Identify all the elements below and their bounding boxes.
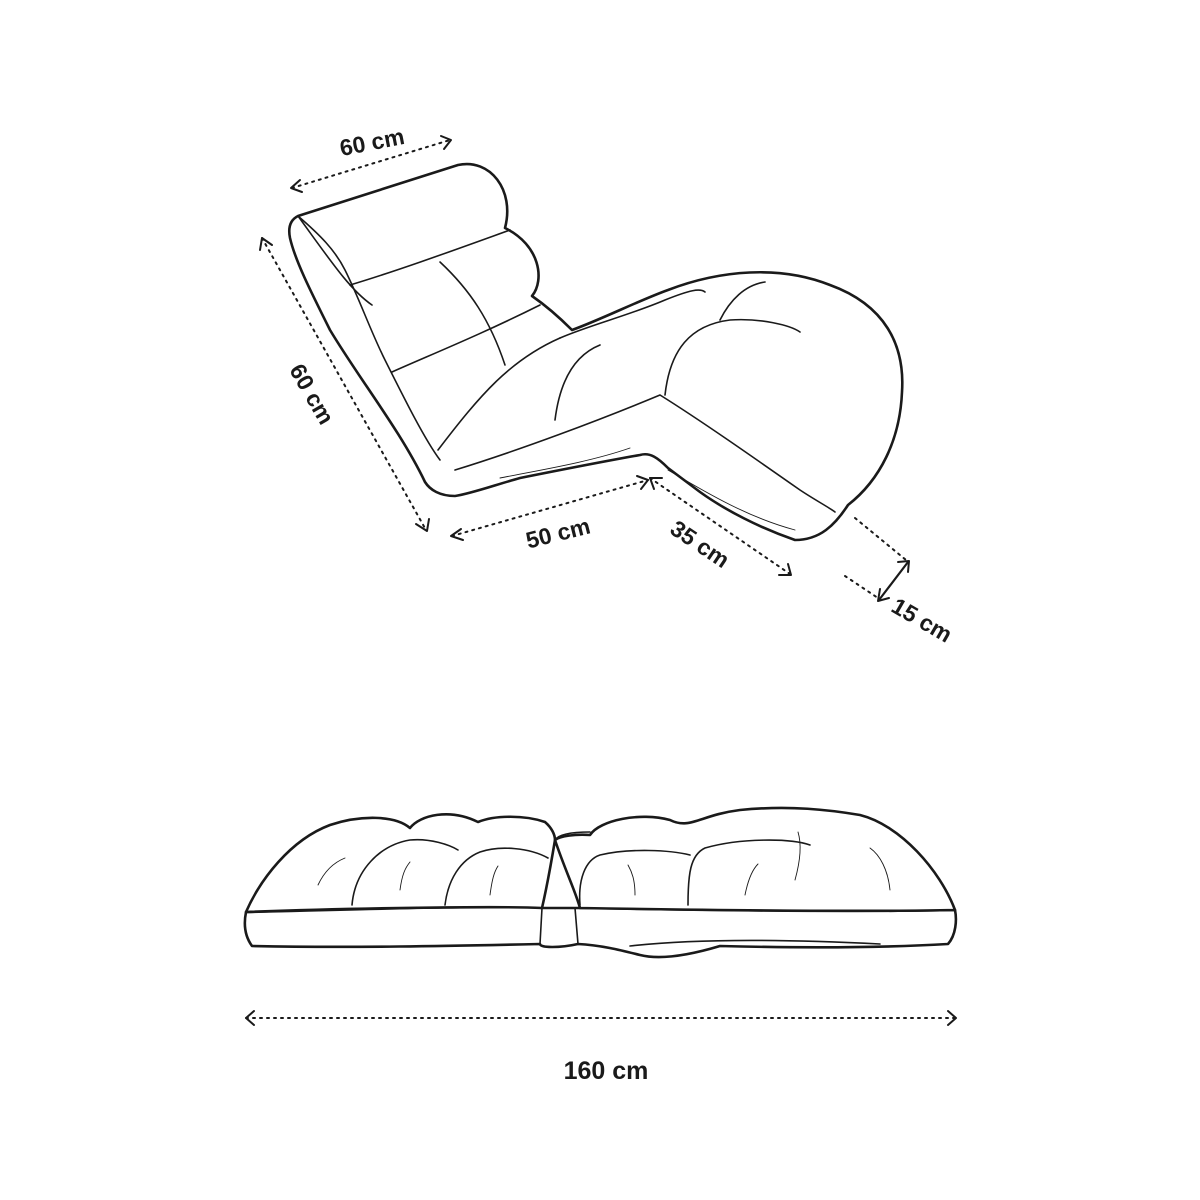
flat-fold-7 xyxy=(869,847,891,891)
flat-fold-3 xyxy=(489,865,499,896)
flat-lounger-seam-top xyxy=(554,831,591,841)
flat-fold-2 xyxy=(399,861,411,891)
flat-lounger-right-cushions xyxy=(553,806,957,913)
thickness-arrow-top xyxy=(897,560,910,573)
seat-cushion-arc-2 xyxy=(554,344,601,421)
back-side-edge xyxy=(297,215,441,461)
flat-fold-4 xyxy=(627,864,636,896)
flat-tuft-arc-3 xyxy=(578,849,691,906)
leg-length-line xyxy=(649,477,791,575)
back-length-arrow-bottom xyxy=(415,518,430,532)
seat-cushion-arc-4 xyxy=(719,281,766,321)
flat-lounger-base xyxy=(243,905,958,959)
seat-length-label: 50 cm xyxy=(523,512,593,553)
back-length-label: 60 cm xyxy=(284,359,339,428)
top-width-arrow-left xyxy=(290,179,303,193)
seat-length-line xyxy=(451,479,649,537)
thickness-dimension: 15 cm xyxy=(844,517,957,648)
seat-length-arrow-right xyxy=(636,475,649,490)
flat-tuft-arc-1 xyxy=(351,838,459,906)
total-length-dimension: 160 cm xyxy=(245,1010,957,1085)
flat-lounger-illustration xyxy=(243,806,958,959)
leg-bottom-fold xyxy=(667,469,796,531)
back-cushion-divider-3 xyxy=(437,337,561,451)
back-cushion-divider-1 xyxy=(349,229,511,286)
thickness-ext-bottom xyxy=(844,575,879,599)
total-length-arrow-left xyxy=(245,1010,255,1026)
flat-fold-6 xyxy=(794,831,801,881)
flat-leg-underside xyxy=(629,939,881,947)
leg-length-label: 35 cm xyxy=(666,515,735,573)
flat-fold-5 xyxy=(744,863,759,896)
total-length-label: 160 cm xyxy=(564,1057,649,1085)
leg-length-arrow-bottom xyxy=(778,563,792,576)
thickness-label: 15 cm xyxy=(887,592,956,647)
total-length-arrow-right xyxy=(947,1010,957,1026)
thickness-arrow-line xyxy=(877,560,910,602)
reclined-lounger-outline xyxy=(287,162,904,542)
flat-tuft-arc-2 xyxy=(444,847,549,906)
seat-length-arrow-left xyxy=(450,528,464,541)
flat-tuft-arc-4 xyxy=(687,839,811,906)
flat-fold-1 xyxy=(317,857,346,886)
top-width-arrow-right xyxy=(440,135,452,150)
back-top-edge xyxy=(297,215,373,306)
back-length-arrow-top xyxy=(259,237,273,251)
back-cushion-vertical xyxy=(439,261,506,366)
leg-length-arrow-top xyxy=(649,477,663,490)
flat-lounger-left-cushions xyxy=(244,813,557,914)
reclined-lounger-illustration xyxy=(287,162,904,542)
seat-cushion-arc-3 xyxy=(664,318,801,396)
back-length-line xyxy=(261,237,427,531)
seat-bottom-fold xyxy=(499,447,631,479)
seat-cushion-arc-1 xyxy=(559,289,706,339)
top-width-line xyxy=(291,139,451,189)
thickness-arrow-bottom xyxy=(877,588,890,602)
flat-lounger-seam xyxy=(539,907,579,945)
top-width-label: 60 cm xyxy=(338,123,407,161)
back-cushion-divider-2 xyxy=(391,304,541,373)
seat-lower-edge xyxy=(454,394,836,513)
thickness-ext-top xyxy=(854,517,907,561)
